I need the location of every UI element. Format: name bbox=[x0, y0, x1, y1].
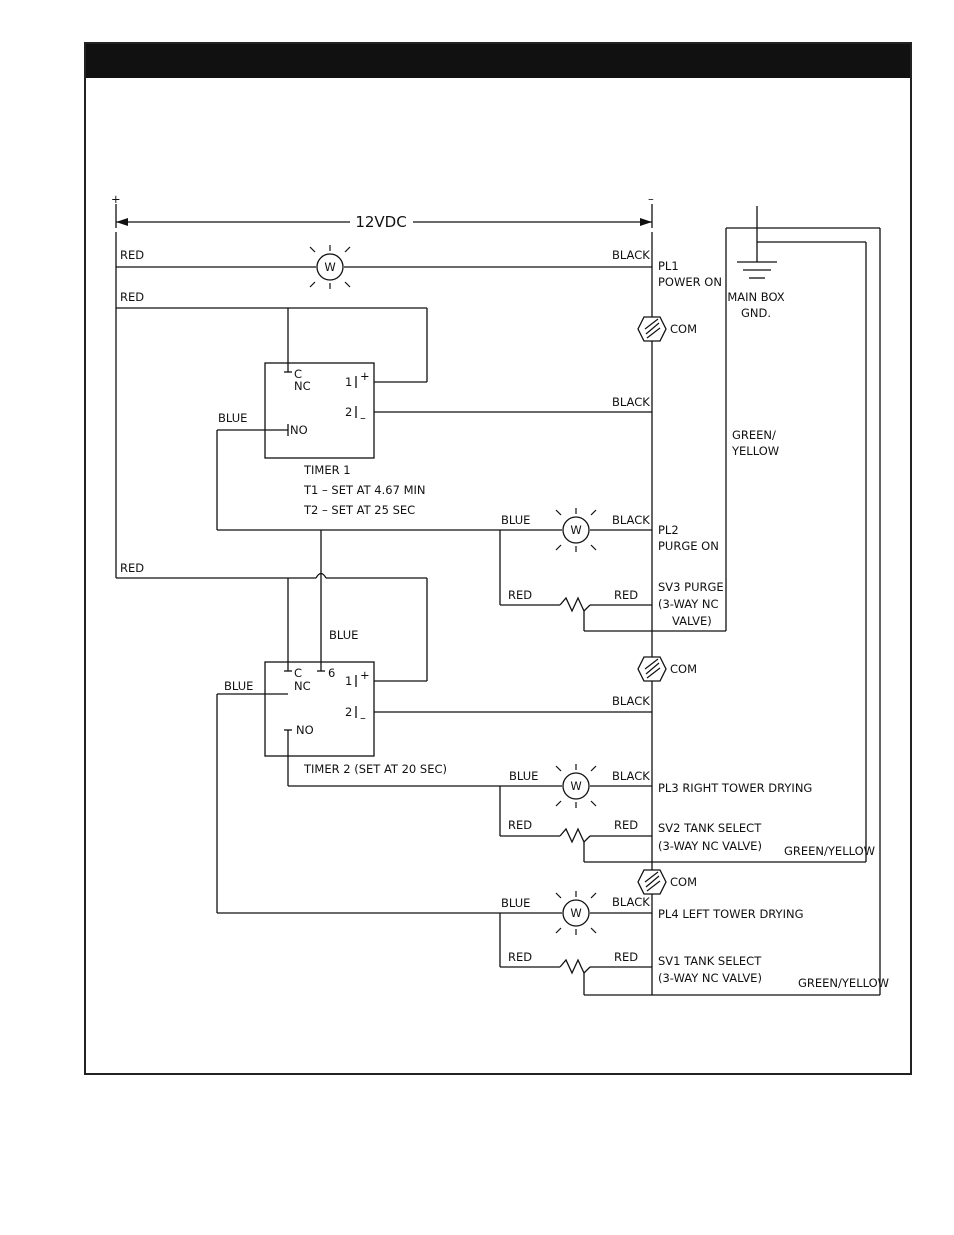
sv3-label-3: VALVE) bbox=[672, 614, 712, 628]
pl1-lamp-letter: W bbox=[324, 260, 335, 274]
wire-label-blue-timer1: BLUE bbox=[218, 411, 247, 425]
pl2-lamp-letter: W bbox=[570, 523, 581, 537]
timer2-pin-6: 6 bbox=[328, 666, 335, 680]
sv1-label-2: (3-WAY NC VALVE) bbox=[658, 971, 762, 985]
wire-label-black-pl4: BLACK bbox=[612, 895, 650, 909]
wires bbox=[115, 204, 881, 996]
timer2-pin-c: C bbox=[294, 666, 302, 680]
pl2-label-2: PURGE ON bbox=[658, 539, 719, 553]
timer1-t2-setting: T2 – SET AT 25 SEC bbox=[303, 503, 415, 517]
timer1-pin-c: C bbox=[294, 367, 302, 381]
com-label-1: COM bbox=[670, 322, 697, 336]
ground-label-1: MAIN BOX bbox=[727, 290, 784, 304]
supply-arrow-left bbox=[116, 218, 128, 226]
wire-label-black-pl3: BLACK bbox=[612, 769, 650, 783]
ground-icon bbox=[737, 206, 777, 279]
com-label-3: COM bbox=[670, 875, 697, 889]
pl4-label: PL4 LEFT TOWER DRYING bbox=[658, 907, 803, 921]
timer1-pin-no: NO bbox=[290, 423, 308, 437]
com-terminal-2-icon bbox=[637, 656, 667, 682]
pl1-label-2: POWER ON bbox=[658, 275, 722, 289]
wire-label-red-sv1-right: RED bbox=[614, 950, 638, 964]
sv3-label-1: SV3 PURGE bbox=[658, 580, 724, 594]
timer2-pin-nc: NC bbox=[294, 679, 311, 693]
com-terminal-3-icon bbox=[637, 869, 667, 895]
wire-label-black-timer1: BLACK bbox=[612, 395, 650, 409]
wire-label-black-timer2: BLACK bbox=[612, 694, 650, 708]
wire-label-blue-pl4: BLUE bbox=[501, 896, 530, 910]
wire-label-blue-timer2-nc: BLUE bbox=[224, 679, 253, 693]
pl3-label: PL3 RIGHT TOWER DRYING bbox=[658, 781, 812, 795]
wire-label-red-sv1-left: RED bbox=[508, 950, 532, 964]
pl4-lamp-icon bbox=[555, 891, 597, 935]
pl3-lamp-letter: W bbox=[570, 779, 581, 793]
pl2-lamp-icon bbox=[555, 508, 597, 552]
wire-label-black-pl1: BLACK bbox=[612, 248, 650, 262]
com-label-2: COM bbox=[670, 662, 697, 676]
timer1-pin-minus: – bbox=[360, 411, 366, 425]
sv1-label-1: SV1 TANK SELECT bbox=[658, 954, 762, 968]
crossover-hop bbox=[315, 572, 327, 579]
timer1-box bbox=[264, 362, 375, 459]
supply-plus-label: + bbox=[111, 192, 121, 206]
com-terminal-1-icon bbox=[637, 316, 667, 342]
wire-label-red-sv2-left: RED bbox=[508, 818, 532, 832]
wire-label-red-pl1: RED bbox=[120, 248, 144, 262]
wire-label-black-pl2: BLACK bbox=[612, 513, 650, 527]
header-bar bbox=[86, 44, 910, 78]
timer2-pin-1: 1 bbox=[345, 674, 352, 688]
sv2-coil-zigzag bbox=[559, 827, 591, 844]
wire-label-green-yellow-1: GREEN/ bbox=[732, 428, 776, 442]
pl1-lamp-icon bbox=[309, 245, 351, 289]
timer1-pin-1: 1 bbox=[345, 375, 352, 389]
supply-arrow-right bbox=[640, 218, 652, 226]
supply-voltage-label: 12VDC bbox=[355, 213, 406, 231]
wire-label-red-sv3-right: RED bbox=[614, 588, 638, 602]
pl1-label-1: PL1 bbox=[658, 259, 679, 273]
timer1-pin-plus: + bbox=[360, 369, 370, 383]
sv2-label-1: SV2 TANK SELECT bbox=[658, 821, 762, 835]
pl2-label-1: PL2 bbox=[658, 523, 679, 537]
ground-label-2: GND. bbox=[741, 306, 771, 320]
timer1-title: TIMER 1 bbox=[303, 463, 351, 477]
timer2-pin-no: NO bbox=[296, 723, 314, 737]
wire-label-green-yellow-2: YELLOW bbox=[731, 444, 779, 458]
timer1-t1-setting: T1 – SET AT 4.67 MIN bbox=[303, 483, 425, 497]
wire-label-green-yellow-sv2: GREEN/YELLOW bbox=[784, 844, 875, 858]
sv2-label-2: (3-WAY NC VALVE) bbox=[658, 839, 762, 853]
timer2-title: TIMER 2 (SET AT 20 SEC) bbox=[303, 762, 447, 776]
timer1-pin-2: 2 bbox=[345, 405, 352, 419]
timer2-pin-plus: + bbox=[360, 668, 370, 682]
wire-label-green-yellow-sv1: GREEN/YELLOW bbox=[798, 976, 889, 990]
timer2-pin-2: 2 bbox=[345, 705, 352, 719]
timer2-pin-ticks bbox=[284, 670, 357, 731]
timer1-pin-ticks bbox=[284, 371, 357, 436]
wire-label-red-sv2-right: RED bbox=[614, 818, 638, 832]
sv1-coil-zigzag bbox=[559, 958, 591, 975]
wire-label-red-timer1: RED bbox=[120, 290, 144, 304]
wire-label-blue-timer2-6: BLUE bbox=[329, 628, 358, 642]
wire-label-red-sv3-left: RED bbox=[508, 588, 532, 602]
pl3-lamp-icon bbox=[555, 764, 597, 808]
sv3-coil-zigzag bbox=[559, 596, 591, 613]
sv3-label-2: (3-WAY NC bbox=[658, 597, 719, 611]
timer2-box bbox=[264, 661, 375, 757]
wire-label-red-timer2: RED bbox=[120, 561, 144, 575]
wire-label-blue-pl2: BLUE bbox=[501, 513, 530, 527]
supply-minus-label: – bbox=[648, 192, 654, 206]
diagram-frame bbox=[84, 42, 912, 1075]
timer2-pin-minus: – bbox=[360, 711, 366, 725]
pl4-lamp-letter: W bbox=[570, 906, 581, 920]
timer1-pin-nc: NC bbox=[294, 379, 311, 393]
wire-label-blue-pl3: BLUE bbox=[509, 769, 538, 783]
